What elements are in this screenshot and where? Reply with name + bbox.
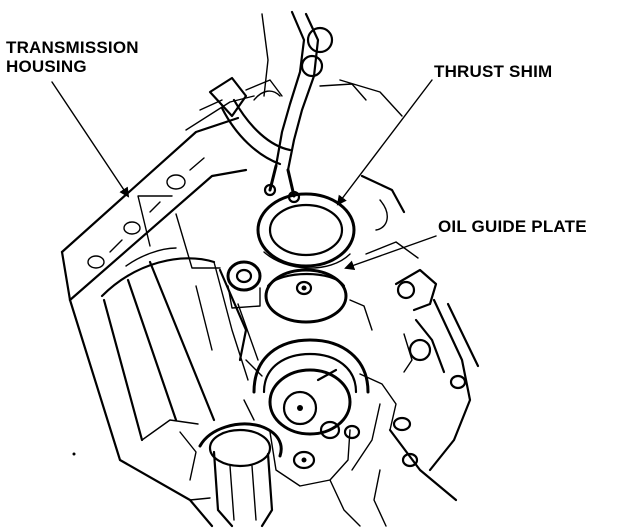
housing-body <box>68 195 259 528</box>
leader-oil-guide-plate <box>344 235 437 271</box>
lower-left-bore <box>179 422 283 528</box>
right-housing <box>349 174 480 502</box>
label-transmission-line2: HOUSING <box>6 57 87 76</box>
housing-boss <box>226 260 262 309</box>
label-oil-guide-plate: OIL GUIDE PLATE <box>438 217 587 236</box>
label-transmission-housing: TRANSMISSION HOUSING <box>6 38 139 76</box>
shift-linkage <box>208 10 403 172</box>
oil-guide-plate <box>264 268 348 324</box>
label-transmission-line1: TRANSMISSION <box>6 38 139 57</box>
thrust-shim <box>256 192 356 269</box>
center-bore-assembly <box>243 338 370 487</box>
housing-flange <box>60 95 255 302</box>
bottom-edge <box>72 452 387 527</box>
label-thrust-shim: THRUST SHIM <box>434 62 553 81</box>
leader-thrust-shim <box>336 79 433 206</box>
leader-transmission-housing <box>51 81 130 198</box>
